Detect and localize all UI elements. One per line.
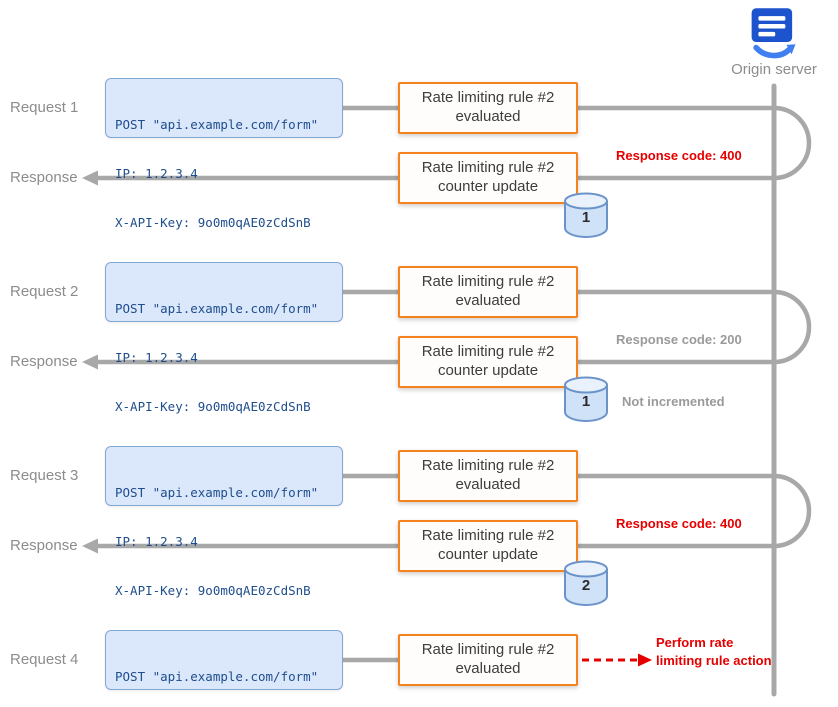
final-action-line2: limiting rule action [656, 653, 772, 668]
rule-evaluated-box-3: Rate limiting rule #2 evaluated [398, 450, 578, 502]
rule-evaluated-line1: Rate limiting rule #2 [421, 273, 555, 291]
response2-counter-note: Not incremented [622, 394, 725, 409]
response3-status-note: Response code: 400 [616, 516, 742, 531]
response1-arrowhead [82, 170, 98, 186]
counter-db-icon-2: 1 [562, 376, 610, 422]
origin-processing-arc-1 [773, 105, 812, 181]
origin-processing-arc-3 [773, 473, 812, 549]
counter-update-line2: counter update [437, 178, 539, 195]
origin-processing-arc-2 [773, 289, 812, 365]
payload-method-line: POST "api.example.com/form" [115, 300, 319, 316]
counter-update-box-2: Rate limiting rule #2 counter update [398, 336, 578, 388]
rule-evaluated-line2: evaluated [455, 108, 521, 125]
request-payload-box-1: POST "api.example.com/form" IP: 1.2.3.4 … [105, 78, 343, 230]
lane-label-request-2: Request 2 [10, 283, 79, 300]
counter-value: 2 [581, 577, 591, 594]
counter-update-line2: counter update [437, 546, 539, 563]
lane-label-request-3: Request 3 [10, 467, 79, 484]
rule-evaluated-line2: evaluated [455, 292, 521, 309]
counter-update-line1: Rate limiting rule #2 [421, 343, 555, 361]
counter-value: 1 [581, 209, 591, 226]
payload-api-key-line: X-API-Key: 9o0m0qAE0zCdSnB [115, 583, 311, 599]
counter-update-box-1: Rate limiting rule #2 counter update [398, 152, 578, 204]
origin-server-label: Origin server [731, 61, 817, 78]
origin-server-icon [751, 8, 796, 59]
request-payload-box-4: POST "api.example.com/form" IP: 1.2.3.4 … [105, 630, 343, 690]
payload-api-key-line: X-API-Key: 9o0m0qAE0zCdSnB [115, 215, 311, 231]
lane-label-response-1: Response [10, 169, 78, 186]
final-action-note: Perform rate limiting rule action [656, 634, 776, 670]
lane-label-response-2: Response [10, 353, 78, 370]
database-cylinder-icon [564, 376, 608, 422]
payload-api-key-line: X-API-Key: 9o0m0qAE0zCdSnB [115, 399, 311, 415]
payload-ip-line: IP: 1.2.3.4 [115, 166, 198, 182]
response2-status-note: Response code: 200 [616, 332, 742, 347]
lane-label-response-3: Response [10, 537, 78, 554]
rule-evaluated-line1: Rate limiting rule #2 [421, 89, 555, 107]
request-payload-box-2: POST "api.example.com/form" IP: 1.2.3.4 … [105, 262, 343, 414]
rule-evaluated-box-2: Rate limiting rule #2 evaluated [398, 266, 578, 318]
rule-evaluated-line2: evaluated [455, 476, 521, 493]
counter-update-box-3: Rate limiting rule #2 counter update [398, 520, 578, 572]
final-action-arrowhead [638, 653, 652, 667]
lane-label-request-4: Request 4 [10, 651, 79, 668]
payload-method-line: POST "api.example.com/form" [115, 668, 319, 684]
rule-evaluated-line2: evaluated [455, 660, 521, 677]
counter-update-line1: Rate limiting rule #2 [421, 159, 555, 177]
response1-status-note: Response code: 400 [616, 148, 742, 163]
rule-evaluated-box-1: Rate limiting rule #2 evaluated [398, 82, 578, 134]
counter-db-icon-3: 2 [562, 560, 610, 606]
final-action-line1: Perform rate [656, 635, 734, 650]
database-cylinder-icon [564, 560, 608, 606]
response2-arrowhead [82, 354, 98, 370]
lane-label-request-1: Request 1 [10, 99, 79, 116]
counter-value: 1 [581, 393, 591, 410]
rule-evaluated-box-4: Rate limiting rule #2 evaluated [398, 634, 578, 686]
payload-ip-line: IP: 1.2.3.4 [115, 350, 198, 366]
response3-arrowhead [82, 538, 98, 554]
counter-update-line2: counter update [437, 362, 539, 379]
rule-evaluated-line1: Rate limiting rule #2 [421, 641, 555, 659]
request-payload-box-3: POST "api.example.com/form" IP: 1.2.3.4 … [105, 446, 343, 598]
payload-method-line: POST "api.example.com/form" [115, 116, 319, 132]
database-cylinder-icon [564, 192, 608, 238]
counter-db-icon-1: 1 [562, 192, 610, 238]
counter-update-line1: Rate limiting rule #2 [421, 527, 555, 545]
payload-method-line: POST "api.example.com/form" [115, 484, 319, 500]
payload-ip-line: IP: 1.2.3.4 [115, 534, 198, 550]
rule-evaluated-line1: Rate limiting rule #2 [421, 457, 555, 475]
